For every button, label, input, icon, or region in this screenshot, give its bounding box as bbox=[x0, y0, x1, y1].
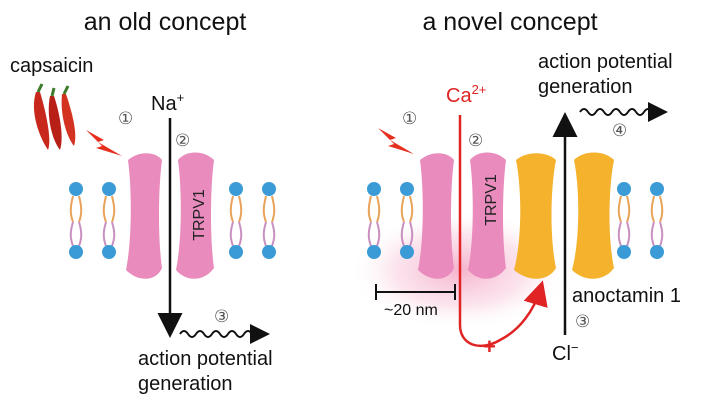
lipid-pair bbox=[617, 182, 631, 259]
chloride-ion-label: Cl− bbox=[552, 340, 578, 365]
step-4-label: ④ bbox=[612, 121, 627, 140]
lipid-pair bbox=[102, 182, 116, 259]
sodium-ion-label: Na+ bbox=[151, 90, 184, 115]
distance-label: ~20 nm bbox=[384, 302, 438, 319]
lightning-icon bbox=[86, 130, 122, 156]
lipid-pair bbox=[367, 182, 381, 259]
step-2-label: ② bbox=[468, 131, 483, 150]
output-label-left-line2: generation bbox=[138, 373, 233, 395]
anoctamin1-channel bbox=[514, 152, 614, 279]
action-potential-wave-right bbox=[579, 102, 668, 122]
lipid-pair bbox=[262, 182, 276, 259]
trpv1-channel-right: TRPV1 bbox=[418, 152, 506, 279]
step-1-label: ① bbox=[402, 109, 417, 128]
left-panel-title: an old concept bbox=[84, 8, 247, 36]
distance-scale: ~20 nm bbox=[375, 284, 456, 319]
trpv1-label-left: TRPV1 bbox=[191, 189, 208, 241]
step-1-label: ① bbox=[118, 109, 133, 128]
lipid-pair bbox=[650, 182, 664, 259]
step-3-label: ③ bbox=[214, 307, 229, 326]
trpv1-label-right: TRPV1 bbox=[483, 174, 500, 226]
lipid-bilayer-right bbox=[367, 182, 664, 259]
anoctamin1-label: anoctamin 1 bbox=[572, 285, 681, 307]
right-panel: a novel concept ① ② Ca2+ bbox=[350, 8, 681, 365]
capsaicin-label: capsaicin bbox=[10, 55, 93, 77]
output-label-right-line2: generation bbox=[538, 76, 633, 98]
lipid-bilayer-left bbox=[69, 182, 276, 259]
left-panel: an old concept capsaicin ① ② Na+ bbox=[10, 8, 276, 395]
activation-sign: + bbox=[483, 334, 496, 359]
step-3-label: ③ bbox=[575, 312, 590, 331]
lipid-pair bbox=[400, 182, 414, 259]
lipid-pair bbox=[69, 182, 83, 259]
lipid-pair bbox=[229, 182, 243, 259]
trpv1-channel-left: TRPV1 bbox=[126, 152, 214, 279]
right-panel-title: a novel concept bbox=[422, 8, 597, 36]
output-label-left-line1: action potential bbox=[138, 348, 273, 370]
calcium-influx-arrow bbox=[458, 115, 548, 348]
action-potential-wave-left bbox=[179, 324, 270, 344]
calcium-ion-label: Ca2+ bbox=[446, 82, 486, 107]
output-label-right-line1: action potential bbox=[538, 51, 673, 73]
lightning-icon bbox=[378, 128, 414, 154]
chili-pepper-icon bbox=[33, 83, 76, 150]
step-2-label: ② bbox=[175, 131, 190, 150]
